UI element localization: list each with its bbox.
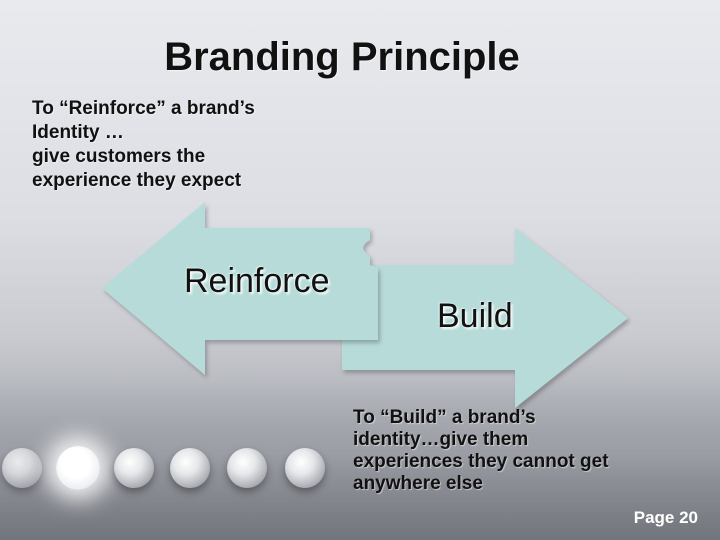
build-description-line: experiences they cannot get — [353, 451, 609, 472]
page-number: Page 20 — [633, 508, 698, 527]
build-description-line: identity…give them — [353, 429, 529, 450]
reinforce-description-line: experience they expect — [32, 170, 242, 191]
sphere-decoration — [170, 448, 210, 488]
sphere-decoration — [227, 448, 267, 488]
reinforce-label: Reinforce — [184, 262, 330, 300]
reinforce-description-line: Identity … — [32, 122, 124, 143]
build-description-line: anywhere else — [353, 473, 483, 494]
sphere-decoration — [285, 448, 325, 488]
sphere-decoration — [2, 448, 42, 488]
build-arrow — [342, 228, 628, 408]
reinforce-description-line: To “Reinforce” a brand’s — [32, 98, 255, 119]
slide-title: Branding Principle — [164, 34, 520, 79]
sphere-decoration — [114, 448, 154, 488]
reinforce-arrow — [102, 202, 378, 375]
reinforce-description-line: give customers the — [32, 146, 206, 167]
build-description-line: To “Build” a brand’s — [353, 407, 536, 428]
reinforce-description: To “Reinforce” a brand’s Identity … give… — [32, 97, 352, 193]
build-label: Build — [437, 297, 513, 335]
build-description: To “Build” a brand’s identity…give them … — [353, 407, 693, 495]
glowing-sphere-decoration — [56, 446, 100, 490]
